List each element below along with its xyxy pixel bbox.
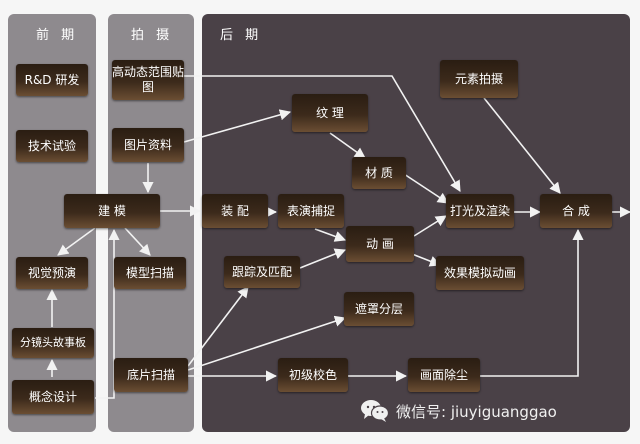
node-model-scan: 模型扫描	[114, 257, 186, 289]
node-storyboard: 分镜头故事板	[12, 328, 94, 358]
node-photo-ref: 图片资料	[112, 128, 184, 162]
node-degrain: 画面除尘	[408, 358, 480, 392]
arrow-plate-scan-to-roto	[187, 315, 347, 371]
arrow-concept-to-build	[95, 228, 120, 399]
wechat-watermark: 微信号: jiuyiguanggao	[360, 396, 557, 426]
node-composite: 合 成	[540, 194, 612, 228]
post-production-heading: 后 期	[220, 28, 263, 43]
node-roto: 遮罩分层	[344, 292, 414, 326]
arrow-build-to-previs	[57, 227, 96, 256]
node-plate-scan: 底片扫描	[114, 358, 188, 392]
node-tech-test: 技术试验	[16, 130, 88, 162]
node-build: 建 模	[64, 194, 160, 228]
node-hdr: 高动态范围贴图	[112, 60, 184, 100]
pre-production-heading: 前 期	[36, 28, 79, 43]
node-tracking: 跟踪及匹配	[224, 256, 300, 288]
node-previs: 视觉预演	[16, 257, 88, 289]
arrow-degrain-to-composite	[480, 228, 584, 377]
arrow-build-to-model-scan	[124, 227, 151, 256]
arrow-animation-to-lighting	[413, 215, 447, 237]
arrow-plate-scan-to-tracking	[187, 286, 249, 367]
arrow-photo-ref-to-texture	[183, 109, 292, 143]
node-lighting: 打光及渲染	[446, 194, 514, 228]
node-animation: 动 画	[346, 226, 414, 262]
shooting-heading: 拍 摄	[131, 28, 174, 43]
node-mocap: 表演捕捉	[278, 194, 344, 228]
node-color: 初级校色	[278, 358, 348, 392]
arrow-texture-to-material	[329, 132, 366, 159]
node-element-shoot: 元素拍摄	[440, 60, 518, 98]
wechat-icon	[361, 400, 390, 422]
arrow-mocap-to-animation	[314, 228, 347, 242]
arrow-animation-to-fx	[411, 253, 442, 267]
wechat-id-text: 微信号: jiuyiguanggao	[396, 402, 557, 421]
node-texture: 纹 理	[292, 94, 368, 132]
node-rd: R&D 研发	[16, 64, 88, 96]
arrow-element-shoot-to-composite	[483, 97, 561, 194]
node-fx-sim: 效果模拟动画	[436, 256, 524, 290]
node-material: 材 质	[352, 157, 406, 189]
node-concept: 概念设计	[12, 380, 94, 414]
arrow-tracking-to-animation	[299, 248, 347, 269]
node-assembly: 装 配	[202, 194, 268, 228]
arrow-hdr-to-lighting	[182, 75, 461, 192]
arrow-material-to-lighting	[403, 173, 449, 204]
